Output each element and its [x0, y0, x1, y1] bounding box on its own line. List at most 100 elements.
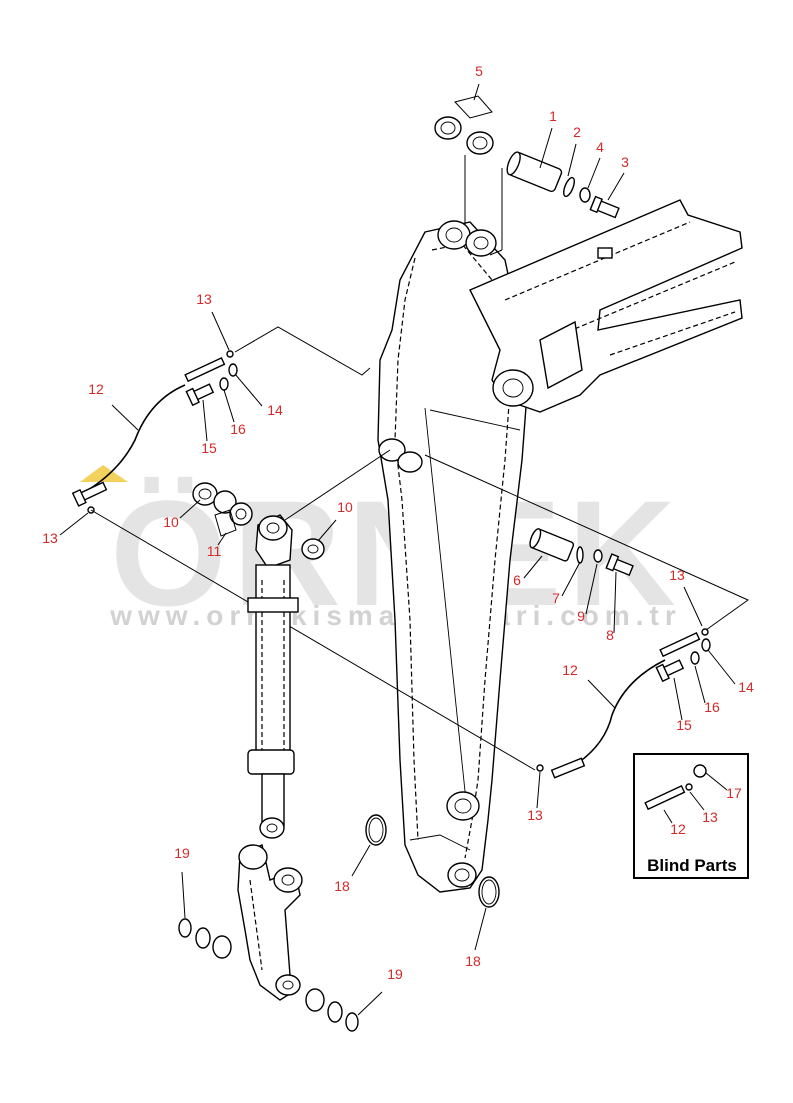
callout-6: 6	[513, 572, 521, 588]
pin-assembly-top	[434, 83, 625, 256]
shim-11-b	[229, 502, 253, 526]
arm-top-boss-right	[465, 229, 497, 257]
callout-19: 19	[387, 966, 403, 982]
callout-10: 10	[337, 499, 353, 515]
callout-7: 7	[552, 590, 560, 606]
blind-parts-inset: Blind Parts	[633, 753, 749, 879]
callout-16: 16	[704, 699, 720, 715]
cylinder-gland	[247, 749, 295, 775]
hose-12-left	[87, 384, 186, 491]
callout-16: 16	[230, 421, 246, 437]
callout-12: 12	[670, 821, 686, 837]
callout-10: 10	[163, 514, 179, 530]
seal-19-left	[178, 918, 192, 938]
arm-tip-boss	[447, 862, 477, 888]
callout-9: 9	[577, 608, 585, 624]
inset-cap-17	[693, 764, 707, 778]
hose-fitting-left	[71, 481, 108, 507]
washer-14-right	[701, 638, 711, 652]
washer-16-right	[690, 651, 700, 665]
callout-11: 11	[207, 543, 222, 559]
hose-fitting-right	[550, 757, 586, 779]
ring-7	[576, 546, 584, 564]
shim-5-bracket	[454, 95, 493, 119]
inset-nipple-13	[685, 783, 693, 791]
callout-13: 13	[669, 567, 685, 583]
bolt-3	[589, 195, 620, 219]
arm-mid-boss-right	[397, 451, 423, 473]
callout-13: 13	[527, 807, 543, 823]
boom-structure	[469, 199, 743, 413]
washer-16-left	[219, 377, 229, 391]
callout-13: 13	[196, 291, 212, 307]
callout-18: 18	[334, 878, 350, 894]
bolt-8	[605, 553, 634, 577]
arm-web	[424, 407, 469, 821]
watermark-accent-mark	[80, 465, 128, 482]
shim-11-a	[213, 490, 237, 514]
cylinder-barrel	[255, 564, 291, 766]
bushing-left-b	[212, 935, 232, 959]
callout-19: 19	[174, 845, 190, 861]
inset-title: Blind Parts	[647, 856, 737, 875]
grease-pipe-left	[184, 356, 226, 383]
hose-12-right	[574, 659, 666, 766]
callout-4: 4	[596, 139, 604, 155]
arm-tip-plate	[409, 834, 471, 851]
callout-15: 15	[201, 440, 217, 456]
boom-edge-line-3	[609, 311, 736, 356]
bushing-right-b	[327, 1001, 343, 1023]
bushing-right-a	[305, 988, 325, 1012]
grease-line-right	[424, 454, 749, 809]
o-rings-18	[351, 814, 500, 951]
callout-12: 12	[88, 381, 104, 397]
bushing-left-a	[195, 927, 211, 949]
seal-19-right	[345, 1012, 359, 1032]
callout-2: 2	[573, 124, 581, 140]
ring-2	[563, 176, 575, 198]
link-boss-bottom	[275, 974, 301, 996]
shim-5-right	[466, 131, 494, 155]
callout-3: 3	[621, 154, 629, 170]
callout-14: 14	[738, 679, 754, 695]
watermark: ÖRNEK www.ornekismakinalari.com.tr	[80, 465, 682, 637]
cylinder-rod-eye	[259, 817, 285, 839]
callout-15: 15	[676, 717, 692, 733]
pin-assembly-mid	[523, 528, 634, 634]
arm-top-boss-right-hole	[473, 236, 489, 250]
arm-tip-boss-hole	[454, 868, 470, 882]
washer-14-left	[228, 363, 238, 377]
boom-edge-line	[504, 221, 691, 301]
cylinder-head-boss	[258, 515, 288, 541]
arm-mid-boss-left	[378, 438, 406, 462]
callout-8: 8	[606, 627, 614, 643]
pin-6	[529, 528, 575, 562]
cylinder-clamp	[247, 597, 299, 613]
bolt-15-right	[655, 659, 685, 683]
grease-nipple-13-right	[701, 628, 709, 636]
arm-inner-line-2	[394, 257, 419, 841]
arm-bottom-boss	[446, 791, 480, 821]
callout-1: 1	[549, 108, 557, 124]
arm-web-2	[429, 409, 521, 431]
washer-4	[579, 187, 591, 203]
pin-1	[506, 151, 563, 192]
grease-pipe-right	[659, 631, 701, 658]
grease-nipple-13-top-left	[226, 350, 234, 358]
bolt-15-left	[185, 383, 215, 407]
callout-13: 13	[702, 809, 718, 825]
callout-17: 17	[726, 785, 742, 801]
washer-9	[593, 549, 603, 563]
link-boss-top-right	[273, 867, 303, 893]
callout-12: 12	[562, 662, 578, 678]
callout-18: 18	[465, 953, 481, 969]
arm-inner-line	[431, 243, 511, 859]
grease-line-left	[59, 311, 536, 771]
callout-labels: 1243513121416151310111067981312141615131…	[42, 63, 754, 982]
arm-bottom-boss-hole	[454, 798, 472, 814]
inset-pipe-12	[644, 784, 686, 811]
watermark-url: www.ornekismakinalari.com.tr	[109, 600, 682, 631]
arm-structure	[377, 220, 529, 893]
boom-nose-boss	[492, 369, 534, 407]
